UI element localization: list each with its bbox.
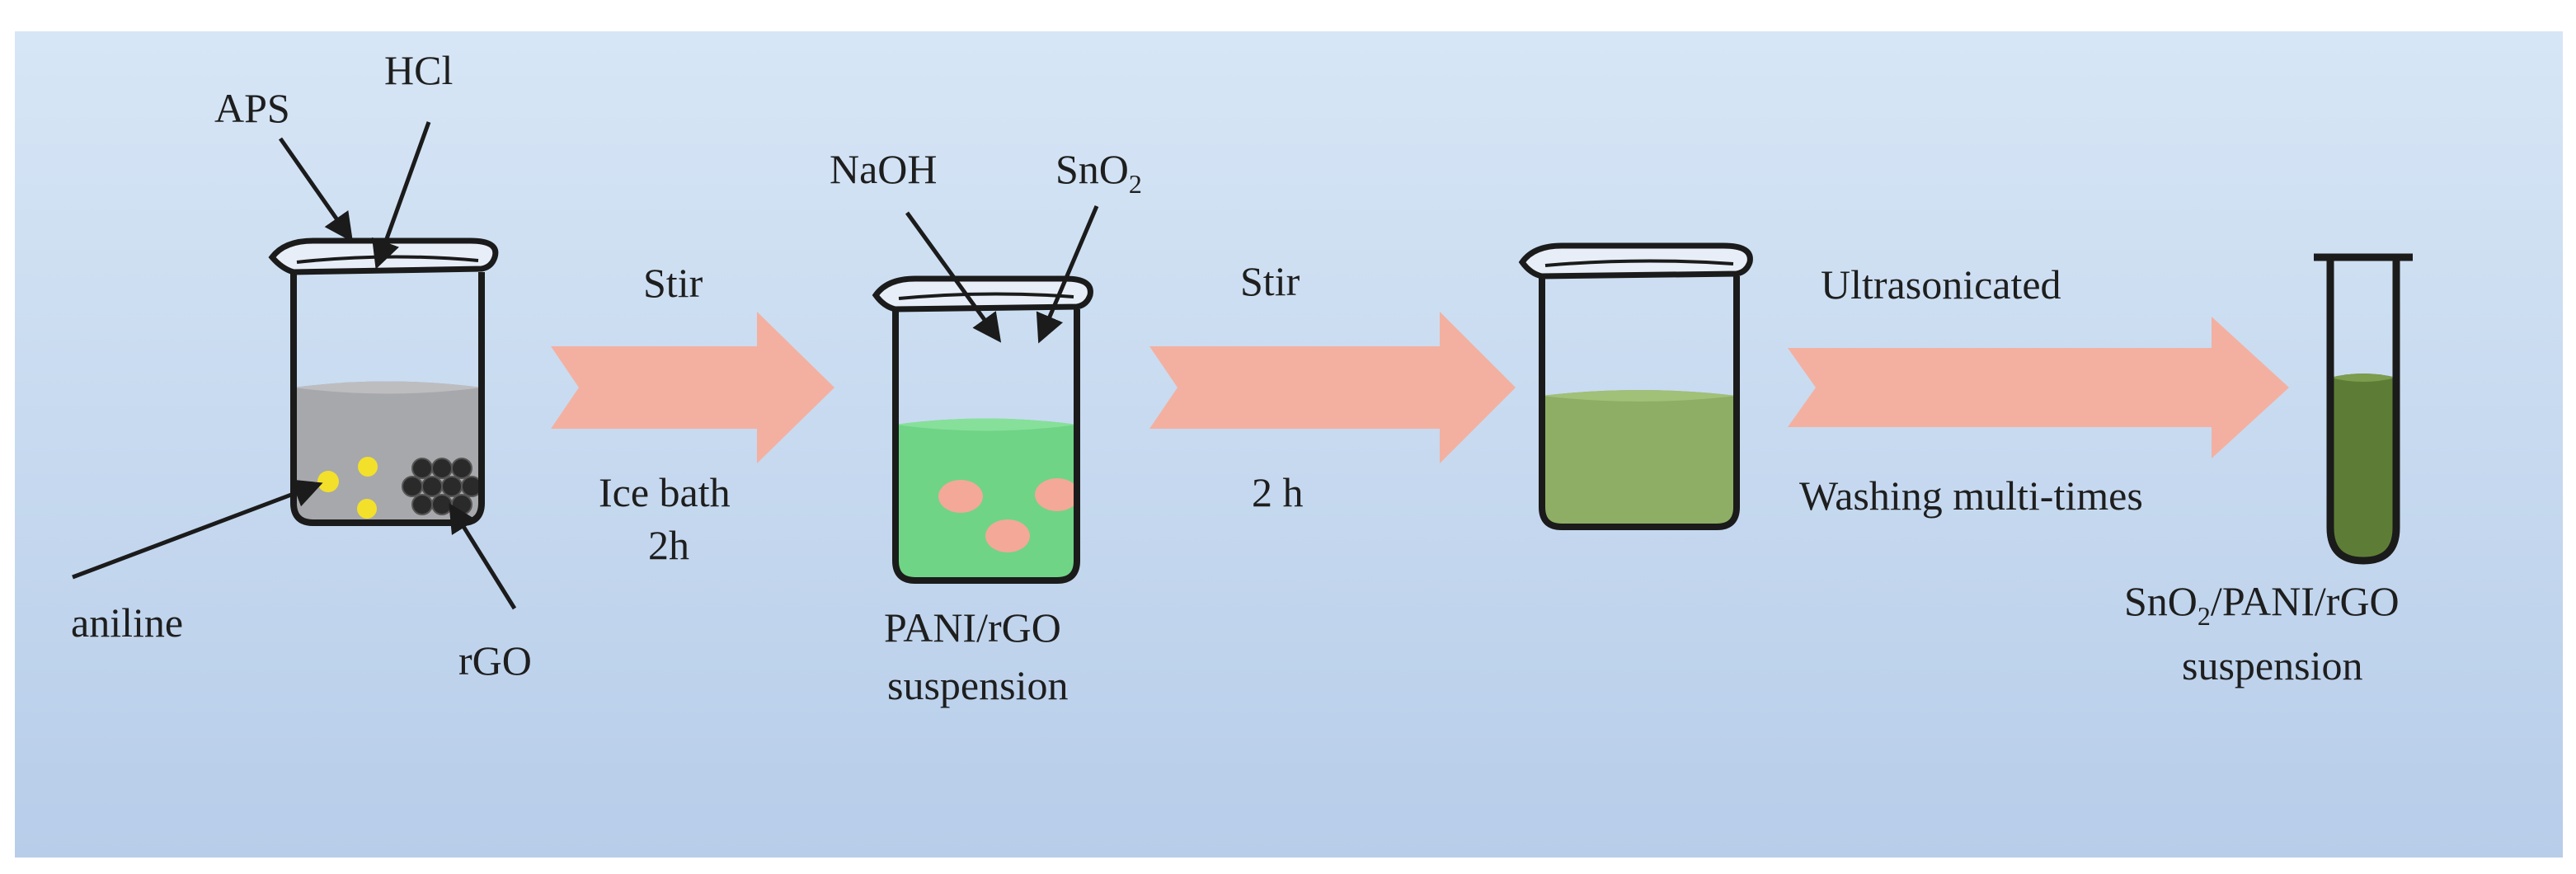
- test-tube: [2314, 253, 2413, 565]
- label-time-1: 2h: [648, 522, 689, 568]
- process-arrow-2: [1149, 312, 1516, 463]
- process-arrow-3: [1788, 317, 2289, 458]
- label-rgo: rGO: [458, 637, 532, 684]
- sno2-particle: [938, 480, 983, 513]
- beaker-3-outline: [1539, 276, 1740, 530]
- rgo-pointer-arrow: [449, 503, 517, 610]
- label-final-suspension: suspension: [2182, 642, 2362, 688]
- label-ultrasonicated: Ultrasonicated: [1821, 261, 2061, 308]
- aniline-droplet: [358, 457, 378, 477]
- beaker-3: [1518, 242, 1753, 530]
- beaker-1-liquid-surface: [294, 381, 482, 394]
- label-stir-2: Stir: [1240, 258, 1300, 304]
- beaker-1: [268, 237, 499, 526]
- label-pani-rgo: PANI/rGO: [884, 604, 1061, 651]
- aniline-droplet: [317, 471, 339, 492]
- label-sno2: SnO2: [1055, 146, 1142, 199]
- beaker-1-outline: [290, 272, 485, 526]
- label-naoh: NaOH: [830, 146, 938, 192]
- label-ice-bath: Ice bath: [599, 469, 731, 515]
- label-stir-1: Stir: [643, 260, 703, 306]
- aps-pointer-arrow: [278, 137, 354, 242]
- beaker-3-liquid: [1542, 390, 1737, 527]
- test-tube-liquid: [2330, 374, 2396, 559]
- sno2-particle: [985, 519, 1030, 552]
- label-pani-suspension: suspension: [887, 662, 1068, 708]
- rgo-cluster: [402, 458, 482, 515]
- label-time-2: 2 h: [1252, 469, 1304, 515]
- label-hcl: HCl: [384, 47, 453, 93]
- aniline-droplet: [357, 499, 377, 519]
- test-tube-outline: [2326, 257, 2400, 565]
- naoh-pointer-arrow: [905, 211, 1002, 343]
- sno2-pointer-arrow: [1036, 205, 1099, 344]
- beaker-2-liquid: [895, 418, 1077, 580]
- label-aps: APS: [214, 85, 290, 131]
- beaker-2: [872, 275, 1093, 584]
- process-arrow-1: [551, 312, 834, 463]
- label-aniline: aniline: [71, 599, 183, 646]
- hcl-pointer-arrow: [372, 121, 431, 270]
- aniline-pointer-arrow: [72, 479, 323, 580]
- sno2-particle: [1035, 478, 1079, 511]
- label-washing: Washing multi-times: [1799, 472, 2143, 519]
- label-final-product: SnO2/PANI/rGO: [2124, 578, 2400, 631]
- beaker-2-outline: [892, 309, 1080, 584]
